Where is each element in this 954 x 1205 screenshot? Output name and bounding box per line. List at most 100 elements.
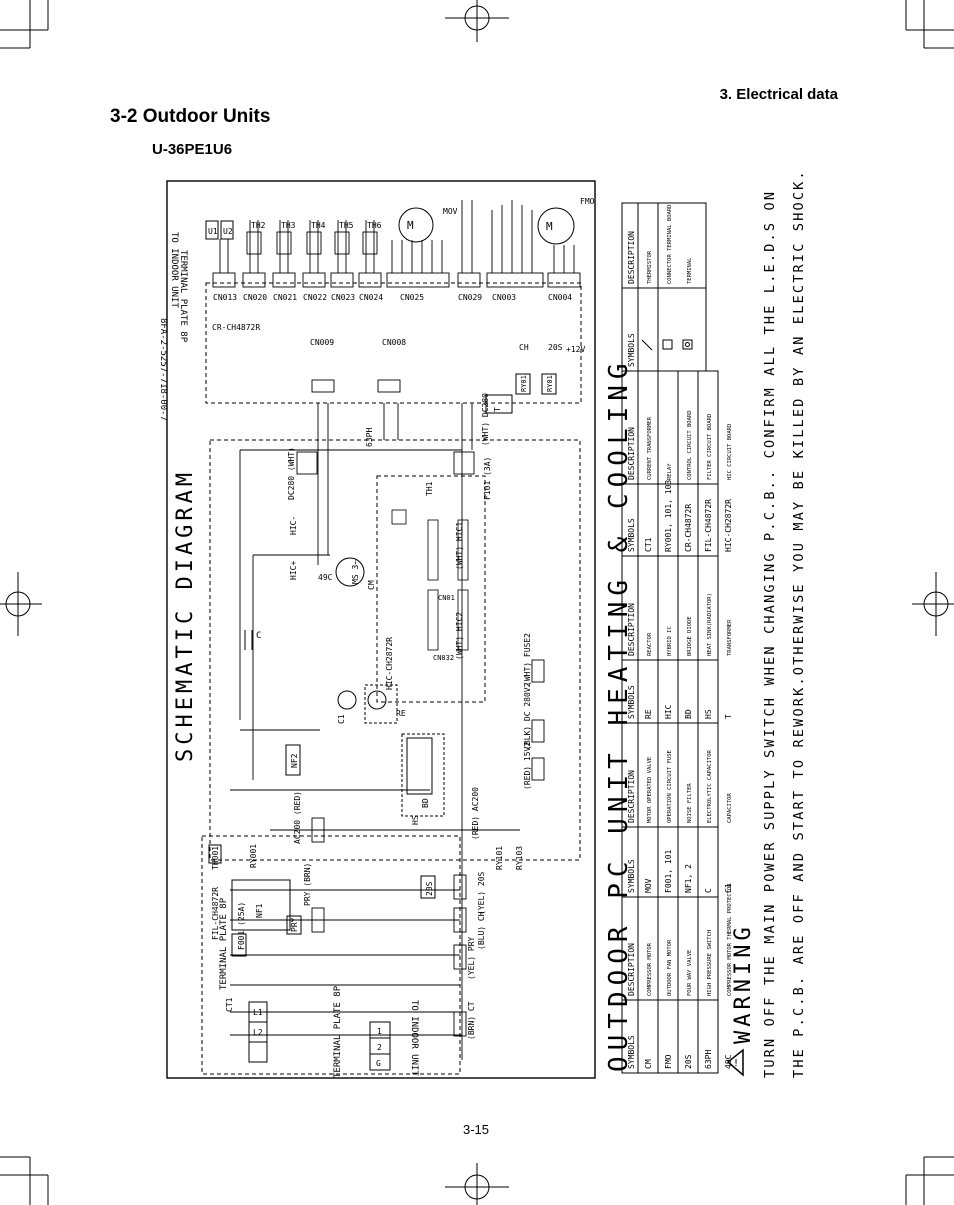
svg-text:CN022: CN022 xyxy=(303,293,327,302)
svg-text:CN008: CN008 xyxy=(382,338,406,347)
ct1-label: CT1 xyxy=(225,997,234,1012)
table-cell-symbol: FIL-CH4872R xyxy=(704,499,713,552)
th2-label: TH2 xyxy=(251,221,266,230)
unit-title: OUTDOOR PC UNIT HEATING & COOLING xyxy=(604,357,634,1072)
relay-box-b xyxy=(541,373,557,395)
table-cell-symbol: CR-CH4872R xyxy=(684,504,693,552)
terminal-bottom-label: TERMINAL PLATE 8P xyxy=(333,985,343,1078)
table-cell-description: THERMISTOR xyxy=(647,250,653,284)
table-cell-symbol: C xyxy=(704,888,713,893)
table-cell-description: CONTROL CIRCUIT BOARD xyxy=(687,410,693,480)
pry-box xyxy=(286,915,302,935)
nf1-box xyxy=(231,879,291,931)
svg-text:2: 2 xyxy=(377,1043,382,1052)
ac200-left-label: AC200 (RED) xyxy=(293,791,302,844)
svg-text:CN025: CN025 xyxy=(400,293,424,302)
th001-label: TH001 xyxy=(211,846,220,870)
ry101-label: RY101 xyxy=(495,846,504,870)
table-cell-symbol: CM xyxy=(644,1059,653,1069)
page-title: 3-2 Outdoor Units xyxy=(110,106,271,127)
svg-text:CN013: CN013 xyxy=(213,293,237,302)
ry103-label: RY103 xyxy=(515,846,524,870)
table-cell-symbol: 20S xyxy=(684,1054,693,1069)
svg-text:M: M xyxy=(546,220,553,233)
cn032-label: CN032 xyxy=(433,654,454,662)
fmo-label: FMO xyxy=(580,197,595,206)
table-cell-symbol: CT1 xyxy=(644,537,653,552)
schematic-frame xyxy=(166,180,596,1079)
table-cell-description: HYBRID IC xyxy=(667,626,673,656)
doc-number: 8FA-2-5257-718-00-7 xyxy=(158,318,168,421)
dc280-label: (WHT) DC280 xyxy=(481,393,490,446)
ch-blu-label: (BLU) CH xyxy=(477,911,486,950)
c49-label: 49C xyxy=(318,573,333,582)
table-cell-symbol: T xyxy=(724,714,733,719)
table-cell-description: HIGH PRESSURE SWITCH xyxy=(707,930,713,996)
th3-label: TH3 xyxy=(281,221,296,230)
table-header-description: DESCRIPTION xyxy=(627,603,636,656)
fmo-motor-icon xyxy=(537,207,575,245)
table-cell-symbol: HIC xyxy=(664,704,673,719)
table-cell-description: RELAY xyxy=(667,463,673,480)
s20-label: 20S xyxy=(425,881,434,896)
table-cell-symbol: 49C xyxy=(724,1054,733,1069)
table-cell-description: FILTER CIRCUIT BOARD xyxy=(707,414,713,480)
table-header-symbols: SYMBOLS xyxy=(627,1035,636,1069)
re-label: RE xyxy=(396,709,406,718)
table-cell-symbol: RE xyxy=(644,709,653,719)
bd-label: BD xyxy=(421,798,430,808)
table-cell-description: CURRENT TRANSFORMER xyxy=(647,416,653,480)
pry-brn-label: PRY (BRN) xyxy=(303,863,312,906)
f001-box xyxy=(231,933,247,957)
svg-text:CN003: CN003 xyxy=(492,293,516,302)
th4-label: TH4 xyxy=(311,221,326,230)
reactor-icon xyxy=(367,690,387,710)
ry001-label: RY001 xyxy=(249,844,258,868)
fil-board-outline xyxy=(201,835,461,1075)
table-cell-description: ELECTROLYTIC CAPACITOR xyxy=(707,749,713,823)
table-cell-symbol: HIC-CH2872R xyxy=(724,499,733,552)
table-cell-symbol: NF1, 2 xyxy=(684,864,693,893)
table-cell-description: FOUR WAY VALVE xyxy=(687,950,693,996)
ac200-right-label: (RED) AC200 xyxy=(471,787,480,840)
s20-yel-label: (YEL) 20S xyxy=(477,871,486,915)
hic-minus-label: HIC- xyxy=(289,516,298,535)
table-cell-description: BRIDGE DIODE xyxy=(687,616,693,656)
nf1-label: NF1 xyxy=(255,903,264,918)
table-cell-description: TERMINAL xyxy=(687,257,693,284)
th6-label: TH6 xyxy=(367,221,382,230)
table-cell-description: CONNECTOR TERMINAL BOARD xyxy=(667,205,673,284)
table-cell-description: NOISE FILTER xyxy=(687,783,693,823)
ct-brn-label: (BRN) CT xyxy=(467,1001,476,1040)
table-cell-description: HEAT SINK(RADIATOR) xyxy=(707,593,713,656)
c1-icon xyxy=(337,690,357,710)
cap-c-label: C xyxy=(256,631,261,641)
ph-label: 63PH xyxy=(365,428,374,447)
heat-sink xyxy=(401,733,445,817)
terminal-u1: U1 xyxy=(208,227,218,236)
hic-plus-label: HIC+ xyxy=(289,561,298,580)
table-cell-symbol: BD xyxy=(684,709,693,719)
page-number: 3-15 xyxy=(463,1122,490,1137)
table-cell-description: HIC CIRCUIT BOARD xyxy=(727,424,733,480)
table-header-symbols: SYMBOLS xyxy=(627,333,636,367)
table-cell-symbol: 63PH xyxy=(704,1050,713,1069)
mov-motor-icon xyxy=(398,207,434,243)
f101-label: F101 (3A) xyxy=(483,457,492,500)
nf2-label: NF2 xyxy=(290,753,299,768)
table-cell-symbol: F001, 101 xyxy=(664,849,673,893)
svg-text:L1: L1 xyxy=(253,1008,263,1017)
s20-box xyxy=(420,875,436,899)
section-title: 3. Electrical data xyxy=(719,86,838,103)
to-indoor-top-label: TO INDOOR UNIT xyxy=(169,232,179,308)
terminal-top-label: TERMINAL PLATE 8P xyxy=(178,250,188,343)
svg-text:CN024: CN024 xyxy=(359,293,383,302)
svg-text:M: M xyxy=(407,219,414,232)
th1-label: TH1 xyxy=(425,481,434,496)
thermistor-symbol-icon xyxy=(641,339,653,351)
ry-b-label: RY01 xyxy=(546,375,554,392)
fuse2-label: (WHT) FUSE2 xyxy=(523,633,532,686)
table-cell-description: COMPRESSOR MOTOR xyxy=(647,942,653,996)
